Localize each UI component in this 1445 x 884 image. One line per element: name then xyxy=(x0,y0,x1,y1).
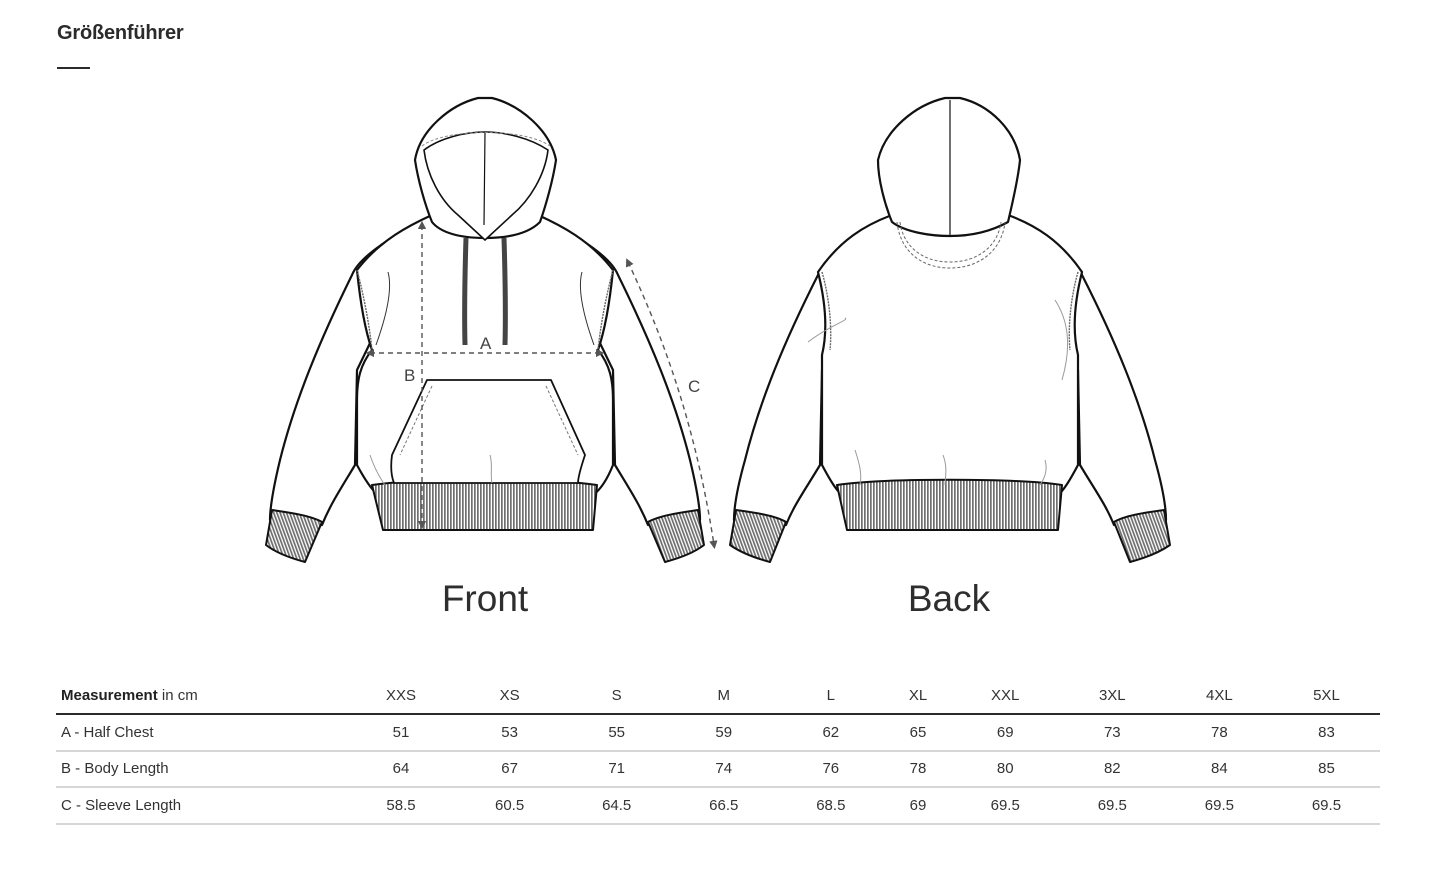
header-size: 3XL xyxy=(1058,677,1166,715)
table-row: A - Half Chest 51 53 55 59 62 65 69 73 7… xyxy=(56,714,1380,752)
cell-value: 55 xyxy=(563,714,671,752)
cell-value: 68.5 xyxy=(777,787,885,825)
header-size: M xyxy=(670,677,778,715)
cell-value: 71 xyxy=(563,750,671,788)
back-view-label: Back xyxy=(907,578,991,619)
header-size: XS xyxy=(456,677,564,715)
back-view xyxy=(729,96,1171,563)
table-row: B - Body Length 64 67 71 74 76 78 80 82 … xyxy=(56,750,1380,788)
title-underline xyxy=(57,67,90,69)
header-size: XXS xyxy=(346,677,457,715)
cell-value: 69.5 xyxy=(951,787,1059,825)
cell-value: 69.5 xyxy=(1165,787,1273,825)
cell-value: 66.5 xyxy=(670,787,778,825)
marker-b: B xyxy=(404,366,415,385)
cell-value: 85 xyxy=(1272,750,1380,788)
header-size: L xyxy=(777,677,885,715)
header-size: 4XL xyxy=(1165,677,1273,715)
cell-value: 64 xyxy=(346,750,457,788)
header-size: XXL xyxy=(951,677,1059,715)
header-size: 5XL xyxy=(1272,677,1380,715)
size-chart-table: Measurement in cm XXS XS S M L XL XXL 3X… xyxy=(56,677,1380,825)
header-size: S xyxy=(563,677,671,715)
cell-value: 62 xyxy=(777,714,885,752)
cell-value: 58.5 xyxy=(346,787,457,825)
marker-c: C xyxy=(688,377,700,396)
cell-value: 53 xyxy=(456,714,564,752)
measurement-guides xyxy=(365,220,718,550)
hoodie-illustration: A B C xyxy=(265,96,1171,563)
row-label: C - Sleeve Length xyxy=(56,787,346,825)
table-row: C - Sleeve Length 58.5 60.5 64.5 66.5 68… xyxy=(56,787,1380,825)
row-label: A - Half Chest xyxy=(56,714,346,752)
cell-value: 60.5 xyxy=(456,787,564,825)
cell-value: 51 xyxy=(346,714,457,752)
cell-value: 82 xyxy=(1058,750,1166,788)
header-measurement: Measurement in cm xyxy=(56,677,346,715)
cell-value: 59 xyxy=(670,714,778,752)
cell-value: 84 xyxy=(1165,750,1273,788)
cell-value: 69 xyxy=(951,714,1059,752)
cell-value: 64.5 xyxy=(563,787,671,825)
front-view xyxy=(265,96,705,563)
cell-value: 78 xyxy=(1165,714,1273,752)
cell-value: 69.5 xyxy=(1058,787,1166,825)
cell-value: 74 xyxy=(670,750,778,788)
cell-value: 67 xyxy=(456,750,564,788)
cell-value: 83 xyxy=(1272,714,1380,752)
marker-a: A xyxy=(480,334,492,353)
cell-value: 73 xyxy=(1058,714,1166,752)
cell-value: 76 xyxy=(777,750,885,788)
row-label: B - Body Length xyxy=(56,750,346,788)
cell-value: 78 xyxy=(884,750,952,788)
table-header-row: Measurement in cm XXS XS S M L XL XXL 3X… xyxy=(56,677,1380,715)
cell-value: 80 xyxy=(951,750,1059,788)
front-view-label: Front xyxy=(441,578,529,619)
page-title: Größenführer xyxy=(57,22,184,44)
header-size: XL xyxy=(884,677,952,715)
cell-value: 69 xyxy=(884,787,952,825)
cell-value: 65 xyxy=(884,714,952,752)
cell-value: 69.5 xyxy=(1272,787,1380,825)
